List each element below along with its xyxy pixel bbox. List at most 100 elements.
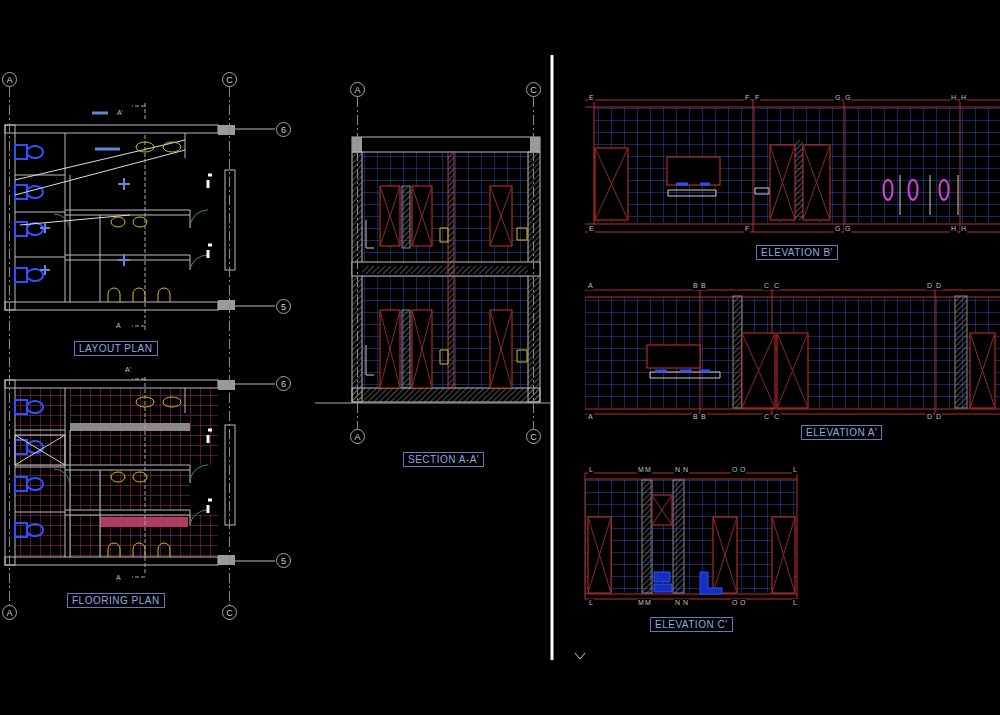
grid-reference: B bbox=[700, 413, 707, 421]
grid-reference: C bbox=[773, 413, 780, 421]
grid-reference: F bbox=[744, 225, 750, 233]
grid-reference: B bbox=[692, 282, 699, 290]
drawing-title: ELEVATION C' bbox=[655, 619, 728, 630]
elevation-b-part bbox=[676, 183, 710, 186]
grid-bubble: 5 bbox=[276, 553, 291, 568]
grid-reference: B bbox=[692, 413, 699, 421]
cursor-mark bbox=[575, 653, 585, 659]
grid-id: 6 bbox=[281, 379, 286, 389]
elevation-a-part bbox=[585, 290, 1000, 414]
drawing-title: FLOORING PLAN bbox=[72, 595, 160, 606]
grid-reference: N bbox=[682, 466, 689, 474]
section-drawing-part bbox=[440, 228, 527, 364]
drawing-title-box: ELEVATION A' bbox=[801, 425, 882, 440]
grid-reference: L bbox=[792, 466, 798, 474]
flooring-plan-part bbox=[108, 543, 170, 557]
grid-reference: G bbox=[844, 225, 851, 233]
grid-reference: N bbox=[674, 599, 681, 607]
drawing-title-box: ELEVATION C' bbox=[650, 617, 733, 632]
grid-id: A bbox=[6, 75, 12, 85]
elevation-b-part bbox=[595, 148, 628, 220]
grid-bubble: A bbox=[2, 72, 17, 87]
section-drawing-part bbox=[380, 186, 512, 388]
elevation-a-part bbox=[650, 372, 720, 378]
grid-reference: D bbox=[935, 282, 942, 290]
elevation-c-part bbox=[652, 495, 672, 525]
grid-reference: H bbox=[960, 94, 967, 102]
grid-id: C bbox=[226, 75, 233, 85]
grid-reference: G bbox=[844, 94, 851, 102]
layout-plan-part bbox=[111, 217, 125, 227]
elevation-a bbox=[585, 290, 1000, 414]
grid-bubble: C bbox=[526, 429, 541, 444]
section-drawing bbox=[315, 137, 550, 403]
elevation-c-part bbox=[652, 495, 672, 525]
grid-id: C bbox=[530, 85, 537, 95]
flooring-plan bbox=[5, 377, 275, 577]
elevation-b-part bbox=[755, 188, 769, 194]
elevation-c-part bbox=[588, 517, 795, 593]
elevation-a-part bbox=[742, 333, 995, 408]
grid-id: A bbox=[6, 608, 12, 618]
grid-reference: A bbox=[587, 282, 594, 290]
drawing-title: LAYOUT PLAN bbox=[79, 343, 153, 354]
elevation-b-part bbox=[667, 157, 720, 185]
grid-reference: A' bbox=[124, 366, 132, 374]
elevation-c-part bbox=[654, 572, 722, 594]
drawing-title: SECTION A-A' bbox=[408, 454, 479, 465]
elevation-b-part bbox=[668, 190, 716, 196]
grid-bubble: 5 bbox=[276, 299, 291, 314]
grid-reference: D bbox=[926, 413, 933, 421]
flooring-plan-part bbox=[70, 515, 218, 557]
section-drawing-part bbox=[380, 186, 512, 388]
layout-plan-part bbox=[5, 125, 275, 310]
grid-bubble: 6 bbox=[276, 376, 291, 391]
grid-reference: M bbox=[644, 466, 652, 474]
grid-reference: E bbox=[588, 225, 595, 233]
grid-reference: H bbox=[950, 225, 957, 233]
grid-line bbox=[533, 97, 534, 429]
flooring-plan-part bbox=[70, 388, 218, 465]
section-drawing-part bbox=[352, 137, 540, 152]
grid-reference: G bbox=[834, 94, 841, 102]
flooring-plan-part bbox=[163, 397, 181, 407]
grid-id: A bbox=[354, 432, 360, 442]
grid-reference: A bbox=[115, 574, 122, 582]
grid-reference: N bbox=[682, 599, 689, 607]
elevation-b-part bbox=[595, 148, 628, 220]
elevation-b-part bbox=[594, 108, 1000, 223]
grid-reference: F bbox=[744, 94, 750, 102]
grid-reference: L bbox=[588, 599, 594, 607]
grid-id: 5 bbox=[281, 302, 286, 312]
grid-reference: A' bbox=[116, 109, 124, 117]
section-drawing-part bbox=[352, 388, 540, 402]
section-drawing-part bbox=[352, 262, 540, 276]
layout-plan-part bbox=[163, 142, 181, 152]
elevation-a-part bbox=[742, 333, 995, 408]
grid-id: C bbox=[530, 432, 537, 442]
grid-reference: C bbox=[763, 282, 770, 290]
grid-bubble: A bbox=[350, 429, 365, 444]
flooring-plan-part bbox=[70, 470, 190, 510]
flooring-plan-part bbox=[111, 472, 125, 482]
elevation-b-part bbox=[900, 175, 958, 215]
grid-reference: L bbox=[588, 466, 594, 474]
grid-reference: D bbox=[926, 282, 933, 290]
grid-reference: C bbox=[763, 413, 770, 421]
drawing-title-box: FLOORING PLAN bbox=[67, 593, 165, 608]
grid-line bbox=[229, 87, 230, 605]
flooring-plan-part bbox=[132, 377, 145, 577]
elevation-c-part bbox=[585, 473, 797, 599]
elevation-a-part bbox=[955, 296, 967, 408]
grid-reference: F bbox=[754, 94, 760, 102]
drawing-title: ELEVATION A' bbox=[806, 427, 877, 438]
grid-reference: H bbox=[960, 225, 967, 233]
elevation-a-part bbox=[733, 296, 742, 408]
flooring-plan-part bbox=[100, 517, 188, 527]
grid-reference: C bbox=[773, 282, 780, 290]
sheet-divider bbox=[551, 55, 554, 660]
grid-reference: H bbox=[950, 94, 957, 102]
grid-id: 6 bbox=[281, 125, 286, 135]
layout-plan bbox=[5, 103, 275, 330]
grid-reference: L bbox=[792, 599, 798, 607]
